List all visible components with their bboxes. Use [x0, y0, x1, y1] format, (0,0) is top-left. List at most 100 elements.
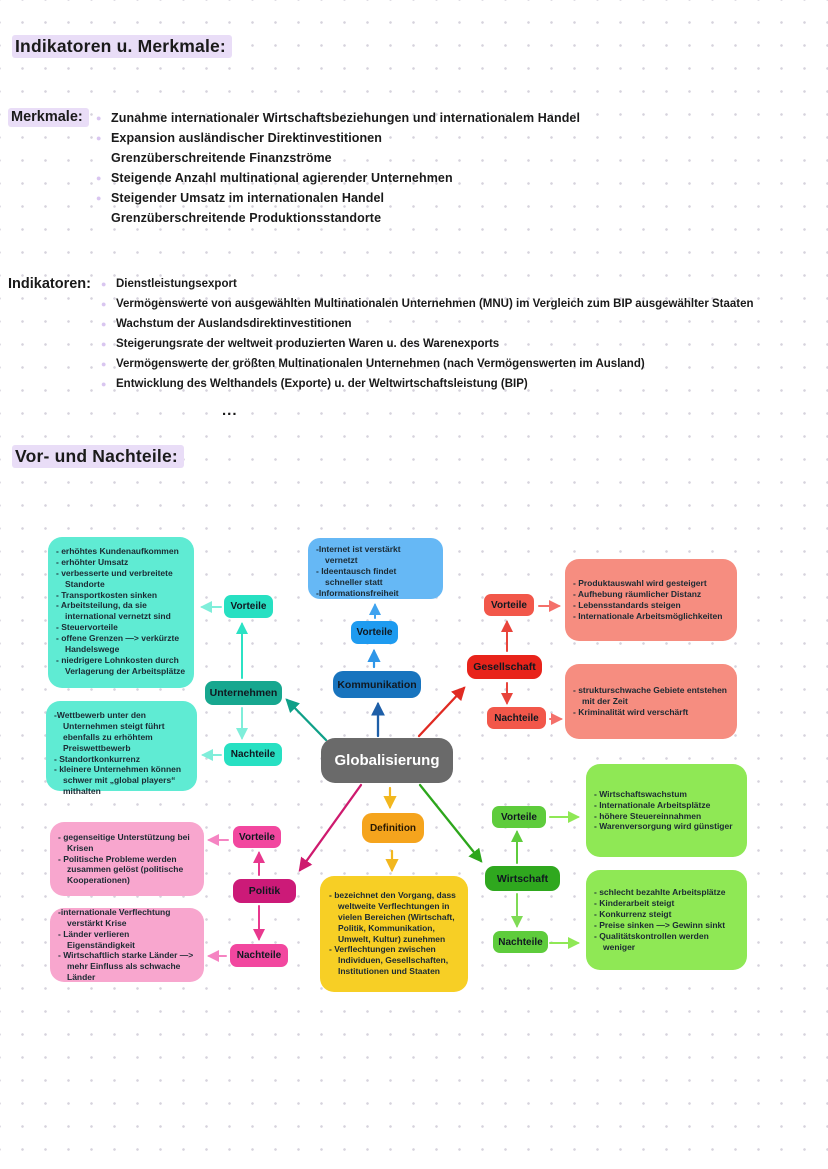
gesellschaft-vorteile-node[interactable]: Vorteile — [484, 594, 534, 616]
list-item: ● Vermögenswerte der größten Multination… — [101, 354, 827, 374]
politik-nachteile-node[interactable]: Nachteile — [230, 944, 288, 967]
kommunikation-vorteile-node[interactable]: Vorteile — [351, 621, 398, 644]
box-list-item: - Transportkosten sinken — [56, 589, 158, 600]
gesellschaft-vorteile-box[interactable]: - Produktauswahl wird gesteigert- Aufheb… — [565, 559, 737, 641]
arrow-globalisierung-politik — [298, 783, 363, 872]
list-item: ● Zunahme internationaler Wirtschaftsbez… — [96, 108, 816, 128]
gesellschaft-nachteile-node[interactable]: Nachteile — [487, 707, 546, 729]
box-list-item: -Informationsfreiheit — [316, 587, 399, 598]
wirtschaft-nachteile-node[interactable]: Nachteile — [493, 931, 548, 953]
box-list-item: - gegenseitige Unterstützung bei Krisen — [58, 831, 190, 853]
box-list-item: - höhere Steuereinnahmen — [594, 810, 702, 821]
box-list-item: - Politische Probleme werden zusammen ge… — [58, 853, 184, 886]
kommunikation-node[interactable]: Kommunikation — [333, 671, 421, 698]
list-item-text: Zunahme internationaler Wirtschaftsbezie… — [111, 111, 581, 125]
list-item-text: Expansion ausländischer Direktinvestitio… — [111, 131, 383, 145]
politik-nachteile-box[interactable]: -internationale Verflechtung verstärkt K… — [50, 906, 204, 983]
box-list-item: - Konkurrenz steigt — [594, 909, 672, 920]
merkmale-list: ● Zunahme internationaler Wirtschaftsbez… — [96, 108, 816, 228]
box-list-item: - niedrigere Lohnkosten durch Verlagerun… — [56, 654, 186, 676]
wirtschaft-vorteile-box[interactable]: - Wirtschaftswachstum- Internationale Ar… — [586, 764, 747, 857]
list-item-text: Steigender Umsatz im internationalen Han… — [111, 191, 385, 205]
box-list-item: - Preise sinken —> Gewinn sinkt — [594, 920, 726, 930]
box-list-item: - erhöhter Umsatz — [56, 556, 129, 567]
unternehmen-nachteile-box[interactable]: -Wettbewerb unter den Unternehmen steigt… — [46, 701, 197, 796]
list-item-text: Entwicklung des Welthandels (Exporte) u.… — [116, 378, 528, 390]
box-list-item: - Warenversorgung wird günstiger — [594, 821, 733, 832]
list-item-text: Vermögenswerte von ausgewählten Multinat… — [116, 298, 754, 310]
indikatoren-label: Indikatoren: — [8, 276, 91, 292]
ellipsis-text: ... — [222, 402, 238, 419]
bullet-dot-icon: ● — [96, 193, 102, 203]
box-list-item: -internationale Verflechtung verstärkt K… — [58, 906, 171, 928]
box-list-item: - Ideentausch findet schneller statt — [316, 565, 397, 587]
list-item: ● Wachstum der Auslandsdirektinvestition… — [101, 314, 827, 334]
list-item-text: Vermögenswerte der größten Multinational… — [116, 358, 645, 370]
list-item: ● Steigerungsrate der weltweit produzier… — [101, 334, 827, 354]
list-item-text: Steigerungsrate der weltweit produzierte… — [116, 338, 500, 350]
box-list-item: - Kriminalität wird verschärft — [573, 706, 689, 717]
box-list-item: - Länder verlieren Eigenständigkeit — [58, 928, 136, 950]
bullet-dot-icon: ● — [96, 113, 102, 123]
politik-node[interactable]: Politik — [233, 879, 296, 903]
politik-vorteile-box[interactable]: - gegenseitige Unterstützung bei Krisen-… — [50, 822, 204, 896]
indikatoren-list: ● Dienstleistungsexport ● Vermögenswerte… — [101, 274, 827, 394]
list-item-text: Steigende Anzahl multinational agierende… — [111, 171, 453, 185]
bullet-dot-icon: ● — [101, 379, 107, 389]
list-item-text: Dienstleistungsexport — [116, 278, 237, 290]
box-list-item: - Wirtschaftlich starke Länder —> mehr E… — [58, 950, 194, 983]
box-list-item: - Standortkonkurrenz — [54, 753, 140, 764]
box-list-item: - Steuervorteile — [56, 622, 118, 633]
page-title: Indikatoren u. Merkmale: — [12, 35, 232, 58]
bullet-dot-icon: ● — [96, 173, 102, 183]
globalisierung-node[interactable]: Globalisierung — [321, 738, 453, 783]
list-item: ● Steigender Umsatz im internationalen H… — [96, 188, 816, 208]
wirtschaft-nachteile-box[interactable]: - schlecht bezahlte Arbeitsplätze- Kinde… — [586, 870, 747, 970]
box-list-item: - bezeichnet den Vorgang, dass weltweite… — [329, 890, 456, 944]
box-list-item: - erhöhtes Kundenaufkommen — [56, 546, 179, 556]
list-item: Grenzüberschreitende Produktionsstandort… — [96, 208, 816, 228]
list-item: Grenzüberschreitende Finanzströme — [96, 148, 816, 168]
box-list-item: - kleinere Unternehmen können schwer mit… — [54, 764, 182, 797]
list-item-text: Grenzüberschreitende Finanzströme — [111, 151, 332, 165]
arrow-globalisierung-unternehmen — [285, 698, 328, 742]
bullet-dot-icon: ● — [96, 133, 102, 143]
box-list-item: - Produktauswahl wird gesteigert — [573, 578, 707, 589]
list-item-text: Grenzüberschreitende Produktionsstandort… — [111, 211, 382, 225]
box-list-item: - Internationale Arbeitsmöglichkeiten — [573, 610, 723, 621]
box-list-item: - Verflechtungen zwischen Individuen, Ge… — [329, 944, 449, 977]
unternehmen-vorteile-node[interactable]: Vorteile — [224, 595, 273, 618]
unternehmen-nachteile-node[interactable]: Nachteile — [224, 743, 282, 766]
box-list-item: - schlecht bezahlte Arbeitsplätze — [594, 887, 726, 898]
list-item: ● Steigende Anzahl multinational agieren… — [96, 168, 816, 188]
gesellschaft-nachteile-box[interactable]: - strukturschwache Gebiete entstehen mit… — [565, 664, 737, 739]
merkmale-label: Merkmale: — [8, 108, 89, 127]
box-list-item: - Internationale Arbeitsplätze — [594, 799, 711, 810]
section2-title: Vor- und Nachteile: — [12, 445, 184, 468]
definition-box[interactable]: - bezeichnet den Vorgang, dass weltweite… — [320, 876, 468, 992]
definition-node[interactable]: Definition — [362, 813, 424, 843]
arrow-globalisierung-gesellschaft — [417, 686, 466, 738]
bullet-dot-icon: ● — [101, 279, 107, 289]
arrow-globalisierung-wirtschaft — [418, 783, 483, 863]
unternehmen-vorteile-box[interactable]: - erhöhtes Kundenaufkommen- erhöhter Ums… — [48, 537, 194, 688]
wirtschaft-node[interactable]: Wirtschaft — [485, 866, 560, 891]
bullet-dot-icon: ● — [101, 359, 107, 369]
unternehmen-node[interactable]: Unternehmen — [205, 681, 282, 705]
list-item-text: Wachstum der Auslandsdirektinvestitionen — [116, 318, 352, 330]
list-item: ● Expansion ausländischer Direktinvestit… — [96, 128, 816, 148]
box-list-item: - verbesserte und verbreitete Standorte — [56, 567, 173, 589]
box-list-item: - strukturschwache Gebiete entstehen mit… — [573, 685, 727, 707]
bullet-dot-icon: ● — [101, 319, 107, 329]
bullet-dot-icon: ● — [101, 339, 107, 349]
gesellschaft-node[interactable]: Gesellschaft — [467, 655, 542, 679]
box-list-item: - Lebensstandards steigen — [573, 600, 681, 610]
kommunikation-vorteile-box[interactable]: -Internet ist verstärkt vernetzt- Ideent… — [308, 538, 443, 599]
box-list-item: - Qualitätskontrollen werden weniger — [594, 930, 709, 952]
politik-vorteile-node[interactable]: Vorteile — [233, 826, 281, 848]
list-item: ● Entwicklung des Welthandels (Exporte) … — [101, 374, 827, 394]
box-list-item: - Kinderarbeit steigt — [594, 898, 675, 909]
wirtschaft-vorteile-node[interactable]: Vorteile — [492, 806, 546, 828]
box-list-item: -Internet ist verstärkt vernetzt — [316, 544, 401, 565]
